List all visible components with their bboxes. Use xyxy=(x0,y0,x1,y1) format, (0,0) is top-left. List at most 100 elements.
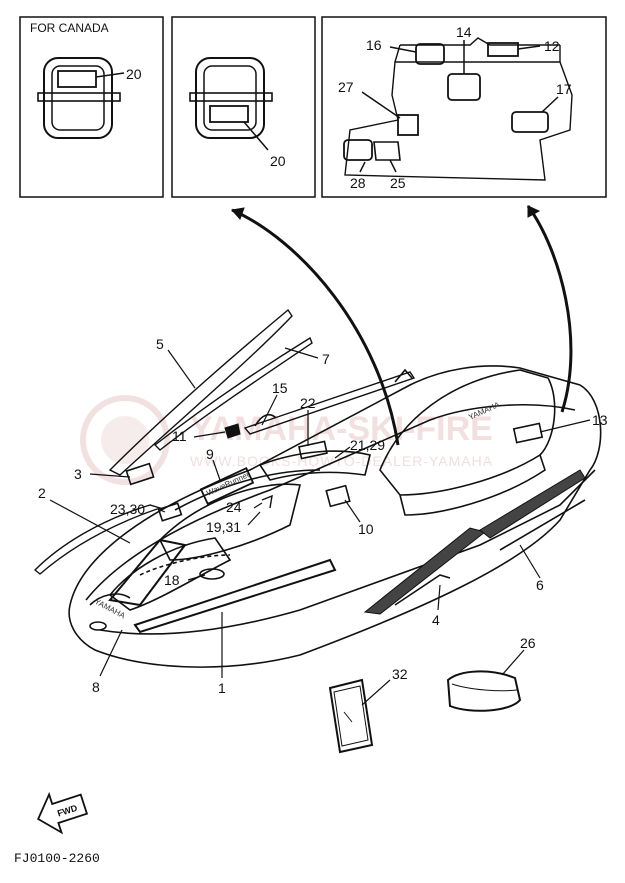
label-14-icon xyxy=(447,73,481,101)
grab-rail-icon xyxy=(243,371,416,435)
part-32-pouch-inner-icon xyxy=(333,685,369,747)
label-16-icon xyxy=(415,43,445,65)
bow-eye-hole-icon xyxy=(89,621,107,631)
watermark-line-2: WWW.BOOKS-HOWTO-DEALER-YAMAHA xyxy=(190,453,493,469)
handlebar-pod-icon xyxy=(258,450,371,481)
watercraft xyxy=(33,308,602,668)
inset-left-title: FOR CANADA xyxy=(30,21,109,35)
leader-line xyxy=(361,91,401,119)
label-27-icon xyxy=(397,114,419,136)
leader-line xyxy=(95,72,125,78)
callout-8: 8 xyxy=(92,679,100,695)
leader-line xyxy=(344,499,361,523)
arrow-head-icon xyxy=(231,207,245,220)
leader-line xyxy=(284,347,319,359)
label-15-icon xyxy=(254,413,277,427)
callout-14: 14 xyxy=(456,24,472,40)
side-stripe-6-line-icon xyxy=(499,499,586,551)
leader-line xyxy=(519,544,541,579)
callout-19-31: 19,31 xyxy=(206,519,241,535)
leader-line xyxy=(261,394,278,426)
leader-line xyxy=(49,499,131,544)
canada-plate-bracket-icon xyxy=(43,57,113,139)
callout-11: 11 xyxy=(172,428,187,444)
inset-left-frame xyxy=(19,16,164,198)
arrow-right-inset-line xyxy=(526,205,573,413)
leader-line xyxy=(541,96,559,113)
deck-top-edge-icon xyxy=(394,37,561,63)
leader-line xyxy=(539,419,591,433)
leader-line xyxy=(334,446,351,459)
leader-line xyxy=(389,46,417,53)
seat-side-icon xyxy=(399,454,546,516)
canada-strap-icon xyxy=(37,92,121,102)
leader-line xyxy=(437,584,441,611)
callout-1: 1 xyxy=(218,680,226,696)
label-10-icon xyxy=(325,484,351,508)
callout-27: 27 xyxy=(338,79,354,95)
label-20-icon xyxy=(209,105,249,123)
callout-20-middle: 20 xyxy=(270,153,286,169)
callout-32: 32 xyxy=(392,666,408,682)
leader-line xyxy=(212,459,221,481)
callout-2: 2 xyxy=(38,485,46,501)
callout-5: 5 xyxy=(156,336,164,352)
bow-stripe-icon xyxy=(108,538,187,607)
reference-arrows xyxy=(231,205,573,446)
callout-12: 12 xyxy=(544,38,560,54)
hull-outline-icon xyxy=(68,365,602,668)
label-13-icon xyxy=(512,422,544,444)
inset-right-frame xyxy=(321,16,607,198)
label-25-icon xyxy=(373,141,401,161)
side-stripe-6-icon xyxy=(479,469,586,539)
part-26-pad-icon xyxy=(446,670,522,712)
leader-line xyxy=(359,161,366,173)
callout-6: 6 xyxy=(536,577,544,593)
leader-lines xyxy=(49,347,591,706)
callout-9: 9 xyxy=(206,446,214,462)
callout-24: 24 xyxy=(226,499,242,515)
canada-label-20-icon xyxy=(57,70,97,88)
label-22-icon xyxy=(298,440,328,460)
callout-22: 22 xyxy=(300,395,316,411)
arrow-middle-inset-line xyxy=(231,208,400,446)
leader-line xyxy=(517,45,541,50)
loose-parts xyxy=(328,670,522,754)
label-24-icon xyxy=(261,494,273,509)
strap-icon xyxy=(189,92,273,102)
label-17-icon xyxy=(511,111,549,133)
leader-line xyxy=(253,502,263,509)
label-18-icon xyxy=(199,568,225,580)
inset-middle-frame xyxy=(171,16,316,198)
callout-18: 18 xyxy=(164,572,180,588)
callout-16: 16 xyxy=(366,37,382,53)
leader-line xyxy=(167,349,196,389)
leader-line xyxy=(187,574,206,581)
label-28-icon xyxy=(343,139,373,161)
inset-right xyxy=(321,16,607,198)
gunwale-icon xyxy=(99,469,596,635)
part-26-pad-edge-icon xyxy=(451,683,518,692)
inset-middle xyxy=(171,16,316,198)
leader-line xyxy=(243,121,269,151)
callout-13: 13 xyxy=(592,412,608,428)
plate-bracket-icon xyxy=(195,57,265,139)
leader-line xyxy=(99,629,123,677)
callout-15: 15 xyxy=(272,380,288,396)
decal-9-icon xyxy=(199,466,255,506)
drawing-code: FJ0100-2260 xyxy=(14,851,100,866)
side-graphic-4-detail-icon xyxy=(394,574,451,606)
part-32-mark-icon xyxy=(343,711,353,723)
hood-latch-icon xyxy=(139,554,231,576)
arrow-head-icon xyxy=(527,205,541,218)
part-32-pouch-icon xyxy=(328,678,374,754)
leader-line xyxy=(89,473,131,478)
fwd-arrow-icon xyxy=(37,791,89,835)
canada-plate-inner-icon xyxy=(51,65,105,131)
inset-left xyxy=(19,16,164,198)
callout-28: 28 xyxy=(350,175,366,191)
leader-line xyxy=(247,511,261,526)
side-graphic-4-icon xyxy=(363,527,487,615)
stripe-5-icon xyxy=(108,308,293,476)
